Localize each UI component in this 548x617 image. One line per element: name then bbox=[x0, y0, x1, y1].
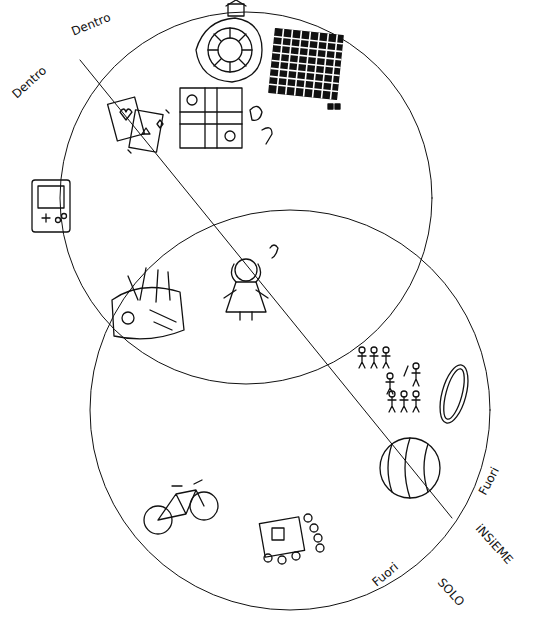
hoop bbox=[435, 362, 474, 426]
bicycle bbox=[144, 480, 218, 534]
region-label: Dentro bbox=[10, 64, 48, 100]
region-label: Fuori bbox=[370, 560, 400, 588]
region-label: SOLO bbox=[436, 576, 467, 608]
playing-cards bbox=[108, 97, 169, 153]
drawing-materials bbox=[112, 268, 184, 339]
doll bbox=[224, 245, 278, 320]
ludo-board bbox=[180, 88, 272, 148]
ball bbox=[380, 438, 440, 498]
divider-line bbox=[80, 60, 452, 518]
outside-circle bbox=[90, 210, 490, 610]
region-label: iNSiEME bbox=[474, 522, 516, 566]
inside-circle bbox=[60, 12, 432, 384]
toy-train bbox=[259, 514, 324, 564]
group-of-people bbox=[358, 347, 420, 412]
board-game bbox=[196, 0, 262, 82]
checkerboard bbox=[269, 29, 343, 109]
region-label: Dentro bbox=[70, 11, 112, 37]
handheld-console bbox=[32, 180, 70, 232]
